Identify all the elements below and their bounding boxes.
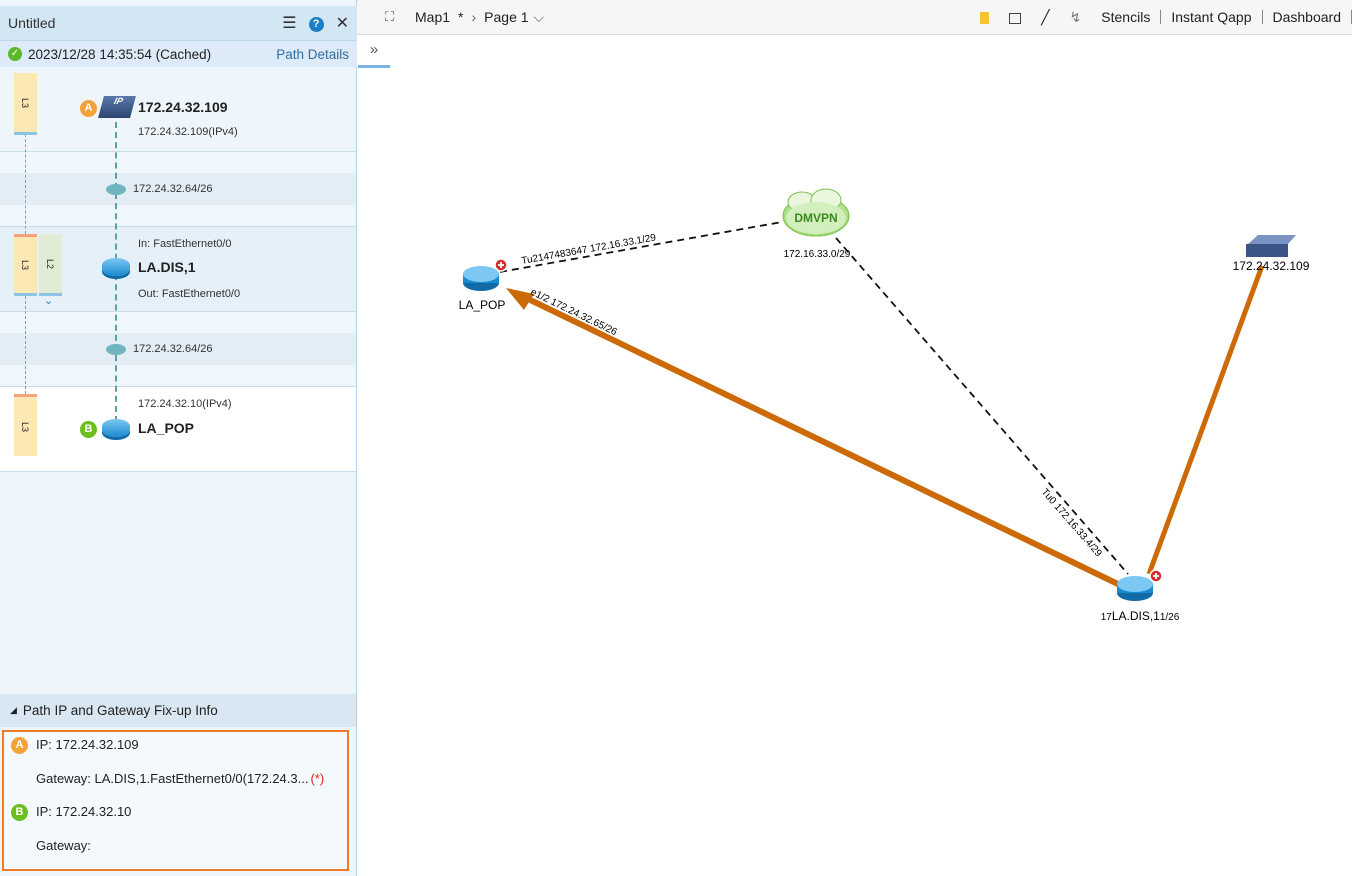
b-ip: IP: 172.24.32.10 xyxy=(36,804,132,819)
a-ip: IP: 172.24.32.109 xyxy=(36,737,139,752)
path-link-la-dis-la-pop[interactable] xyxy=(520,293,1124,589)
map-toolbar: ⛶ Map1 * › Page 1 ⌵ ╱ ↯ Stencils Instant… xyxy=(357,0,1352,35)
line-icon[interactable]: ╱ xyxy=(1041,8,1050,25)
label-la-dis-prefix: 17 xyxy=(1101,612,1113,623)
path-link-host-la-dis[interactable] xyxy=(1146,265,1265,575)
path-panel: Untitled ☰ ? ✕ ✓ 2023/12/28 14:35:54 (Ca… xyxy=(0,0,357,876)
b-gateway: Gateway: xyxy=(36,838,91,853)
label-la-dis: LA.DIS,1 xyxy=(1112,609,1160,623)
expand-panel-icon[interactable]: » xyxy=(358,36,390,68)
badge-a: A xyxy=(80,100,97,117)
chevron-down-icon[interactable]: ⌵ xyxy=(533,8,545,25)
label-la-dis-suffix: 1/26 xyxy=(1160,612,1180,623)
fixup-section-header[interactable]: ◢Path IP and Gateway Fix-up Info xyxy=(0,694,356,727)
layer-tag-l3: L3 xyxy=(14,73,37,135)
page-name[interactable]: Page 1 xyxy=(484,9,529,25)
path-details-link[interactable]: Path Details xyxy=(276,46,349,62)
panel-title: Untitled xyxy=(8,15,56,31)
node-ip: 172.24.32.109(IPv4) xyxy=(138,126,238,138)
plus-glyph-icon xyxy=(1153,573,1159,579)
node-ip: 172.24.32.10(IPv4) xyxy=(138,398,232,410)
label-la-dis-group: 17LA.DIS,11/26 xyxy=(1101,609,1180,623)
badge-a: A xyxy=(11,737,28,754)
breadcrumb-chevron-icon: › xyxy=(471,9,477,25)
modified-indicator: * xyxy=(458,9,464,25)
close-icon[interactable]: ✕ xyxy=(335,15,349,32)
check-icon: ✓ xyxy=(8,47,22,61)
rectangle-icon[interactable] xyxy=(999,9,1031,25)
path-draw-icon[interactable]: ↯ xyxy=(1069,8,1082,25)
subnet-label: 172.24.32.64/26 xyxy=(133,183,213,195)
out-interface: Out: FastEthernet0/0 xyxy=(138,288,241,300)
menu-icon[interactable]: ☰ xyxy=(282,15,297,32)
node-name: 172.24.32.109 xyxy=(138,99,228,115)
collapse-triangle-icon[interactable]: ◢ xyxy=(10,705,17,715)
map-name[interactable]: Map1 xyxy=(415,9,451,25)
a-gateway: Gateway: LA.DIS,1.FastEthernet0/0(172.24… xyxy=(36,771,309,786)
router-icon xyxy=(102,419,130,437)
subnet-label: 172.24.32.64/26 xyxy=(133,343,213,355)
cloud-dmvpn[interactable] xyxy=(782,188,850,237)
path-node-a[interactable] xyxy=(0,67,356,152)
node-name: LA_POP xyxy=(138,420,195,436)
note-icon[interactable] xyxy=(970,9,999,25)
node-name: LA.DIS,1 xyxy=(138,259,196,275)
router-la-pop[interactable] xyxy=(463,258,508,291)
status-bar: ✓ 2023/12/28 14:35:54 (Cached) Path Deta… xyxy=(0,40,357,67)
fixup-info-box: A IP: 172.24.32.109 Gateway: LA.DIS,1.Fa… xyxy=(2,730,349,871)
a-gateway-row: Gateway: LA.DIS,1.FastEthernet0/0(172.24… xyxy=(36,771,324,786)
layer-tag-l2[interactable]: L2 xyxy=(39,234,62,296)
subnet-icon xyxy=(106,344,126,355)
plus-glyph-icon xyxy=(498,262,504,268)
router-la-dis[interactable] xyxy=(1117,569,1163,601)
timestamp: 2023/12/28 14:35:54 (Cached) xyxy=(28,46,212,62)
link-tunnel-la-pop[interactable] xyxy=(499,221,783,273)
label-ip-host: 172.24.32.109 xyxy=(1233,259,1310,273)
ip-host-device[interactable] xyxy=(1246,235,1296,257)
path-arrowhead xyxy=(506,288,534,310)
layer-tag-l3: L3 xyxy=(14,234,37,296)
help-icon[interactable]: ? xyxy=(308,14,324,32)
subnet-icon xyxy=(106,184,126,195)
fullscreen-icon[interactable]: ⛶ xyxy=(385,9,395,24)
panel-header: Untitled ☰ ? ✕ xyxy=(0,6,357,40)
label-dmvpn-subnet: 172.16.33.0/29 xyxy=(784,249,851,260)
in-interface: In: FastEthernet0/0 xyxy=(138,238,232,250)
path-node-b[interactable] xyxy=(0,387,356,472)
instant-qapp-button[interactable]: Instant Qapp xyxy=(1171,9,1252,25)
label-link-e12: e1/2 172.24.32.65/26 xyxy=(529,287,619,339)
dashboard-button[interactable]: Dashboard xyxy=(1272,9,1342,25)
label-link-tunnel: Tu2147483647 172.16.33.1/29 xyxy=(521,232,658,267)
router-icon xyxy=(102,258,130,276)
label-dmvpn: DMVPN xyxy=(794,211,837,225)
badge-b: B xyxy=(80,421,97,438)
chevron-down-icon[interactable]: ⌄ xyxy=(44,295,54,307)
label-la-pop: LA_POP xyxy=(459,298,506,312)
badge-b: B xyxy=(11,804,28,821)
layer-tag-l3: L3 xyxy=(14,394,37,456)
gateway-flag[interactable]: (*) xyxy=(310,771,325,786)
stencils-button[interactable]: Stencils xyxy=(1101,9,1151,25)
link-tunnel-la-dis[interactable] xyxy=(835,237,1129,575)
